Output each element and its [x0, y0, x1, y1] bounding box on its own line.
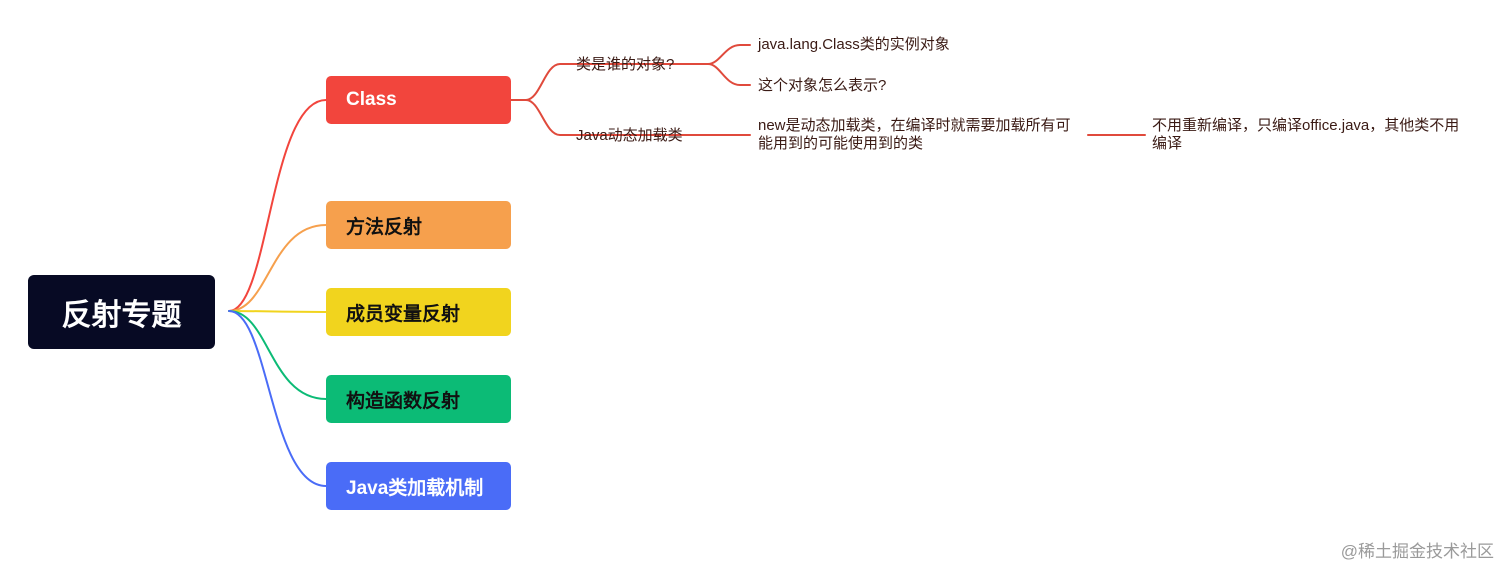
class-link [525, 99, 695, 136]
watermark: @稀土掘金技术社区 [1340, 542, 1494, 561]
root-link [228, 310, 327, 487]
branch-constructor-reflection[interactable]: 构造函数反射 [326, 375, 511, 423]
branch-field-reflection[interactable]: 成员变量反射 [326, 288, 511, 336]
class-link [707, 44, 751, 65]
root-link [228, 99, 327, 312]
root-link [228, 310, 327, 400]
branch-class[interactable]: Class [326, 76, 511, 124]
class-link [707, 63, 751, 86]
topic-line: 不用重新编译，只编译office.java，其他类不用 [1152, 117, 1460, 134]
topic-class-instance[interactable]: java.lang.Class类的实例对象 [758, 36, 950, 53]
root-link [228, 310, 327, 313]
topic-dynamic-loading[interactable]: Java动态加载类 [576, 127, 683, 144]
topic-line: 编译 [1152, 135, 1183, 152]
root-node[interactable]: 反射专题 [28, 275, 215, 349]
branch-method-reflection[interactable]: 方法反射 [326, 201, 511, 249]
topic-line: new是动态加载类，在编译时就需要加载所有可 [758, 117, 1071, 134]
root-link [228, 224, 327, 312]
class-link [525, 63, 695, 101]
topic-line: 能用到的可能使用到的类 [758, 135, 924, 152]
topic-new-static-loading[interactable]: new是动态加载类，在编译时就需要加载所有可 能用到的可能使用到的类 [758, 117, 1071, 153]
branch-class-loading[interactable]: Java类加载机制 [326, 462, 511, 510]
topic-whose-object[interactable]: 类是谁的对象? [576, 56, 675, 73]
topic-no-recompile[interactable]: 不用重新编译，只编译office.java，其他类不用 编译 [1152, 117, 1459, 153]
topic-how-represent[interactable]: 这个对象怎么表示? [758, 77, 887, 94]
